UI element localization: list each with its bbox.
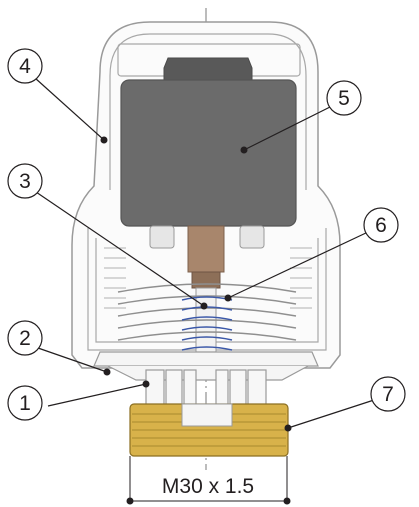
leader-lines bbox=[34, 77, 375, 429]
dimension-lines bbox=[129, 456, 288, 504]
callout-1: 1 bbox=[7, 385, 43, 421]
callout-2: 2 bbox=[7, 320, 43, 356]
callout-7: 7 bbox=[370, 376, 406, 412]
left-rib-section bbox=[104, 247, 126, 309]
svg-text:3: 3 bbox=[19, 170, 31, 193]
actuator-side-clips bbox=[149, 225, 265, 249]
svg-text:5: 5 bbox=[338, 87, 350, 110]
dimension-label: M30 x 1.5 bbox=[162, 475, 254, 498]
callout-5: 5 bbox=[326, 80, 362, 116]
callout-6: 6 bbox=[363, 207, 399, 243]
right-rib-section bbox=[290, 247, 312, 309]
dimension-end-right bbox=[283, 497, 291, 505]
callout-3: 3 bbox=[7, 163, 43, 199]
svg-text:2: 2 bbox=[19, 327, 31, 350]
base-seat bbox=[93, 351, 319, 381]
dimension-end-left bbox=[126, 497, 134, 505]
svg-text:6: 6 bbox=[375, 214, 387, 237]
svg-text:4: 4 bbox=[19, 55, 31, 78]
actuator-pin bbox=[187, 225, 225, 289]
callout-4: 4 bbox=[7, 48, 43, 84]
svg-text:1: 1 bbox=[19, 392, 31, 415]
brass-union-nut bbox=[129, 403, 289, 457]
svg-text:7: 7 bbox=[382, 383, 394, 406]
actuator-body bbox=[120, 79, 297, 227]
leader-endpoints bbox=[100, 136, 292, 432]
